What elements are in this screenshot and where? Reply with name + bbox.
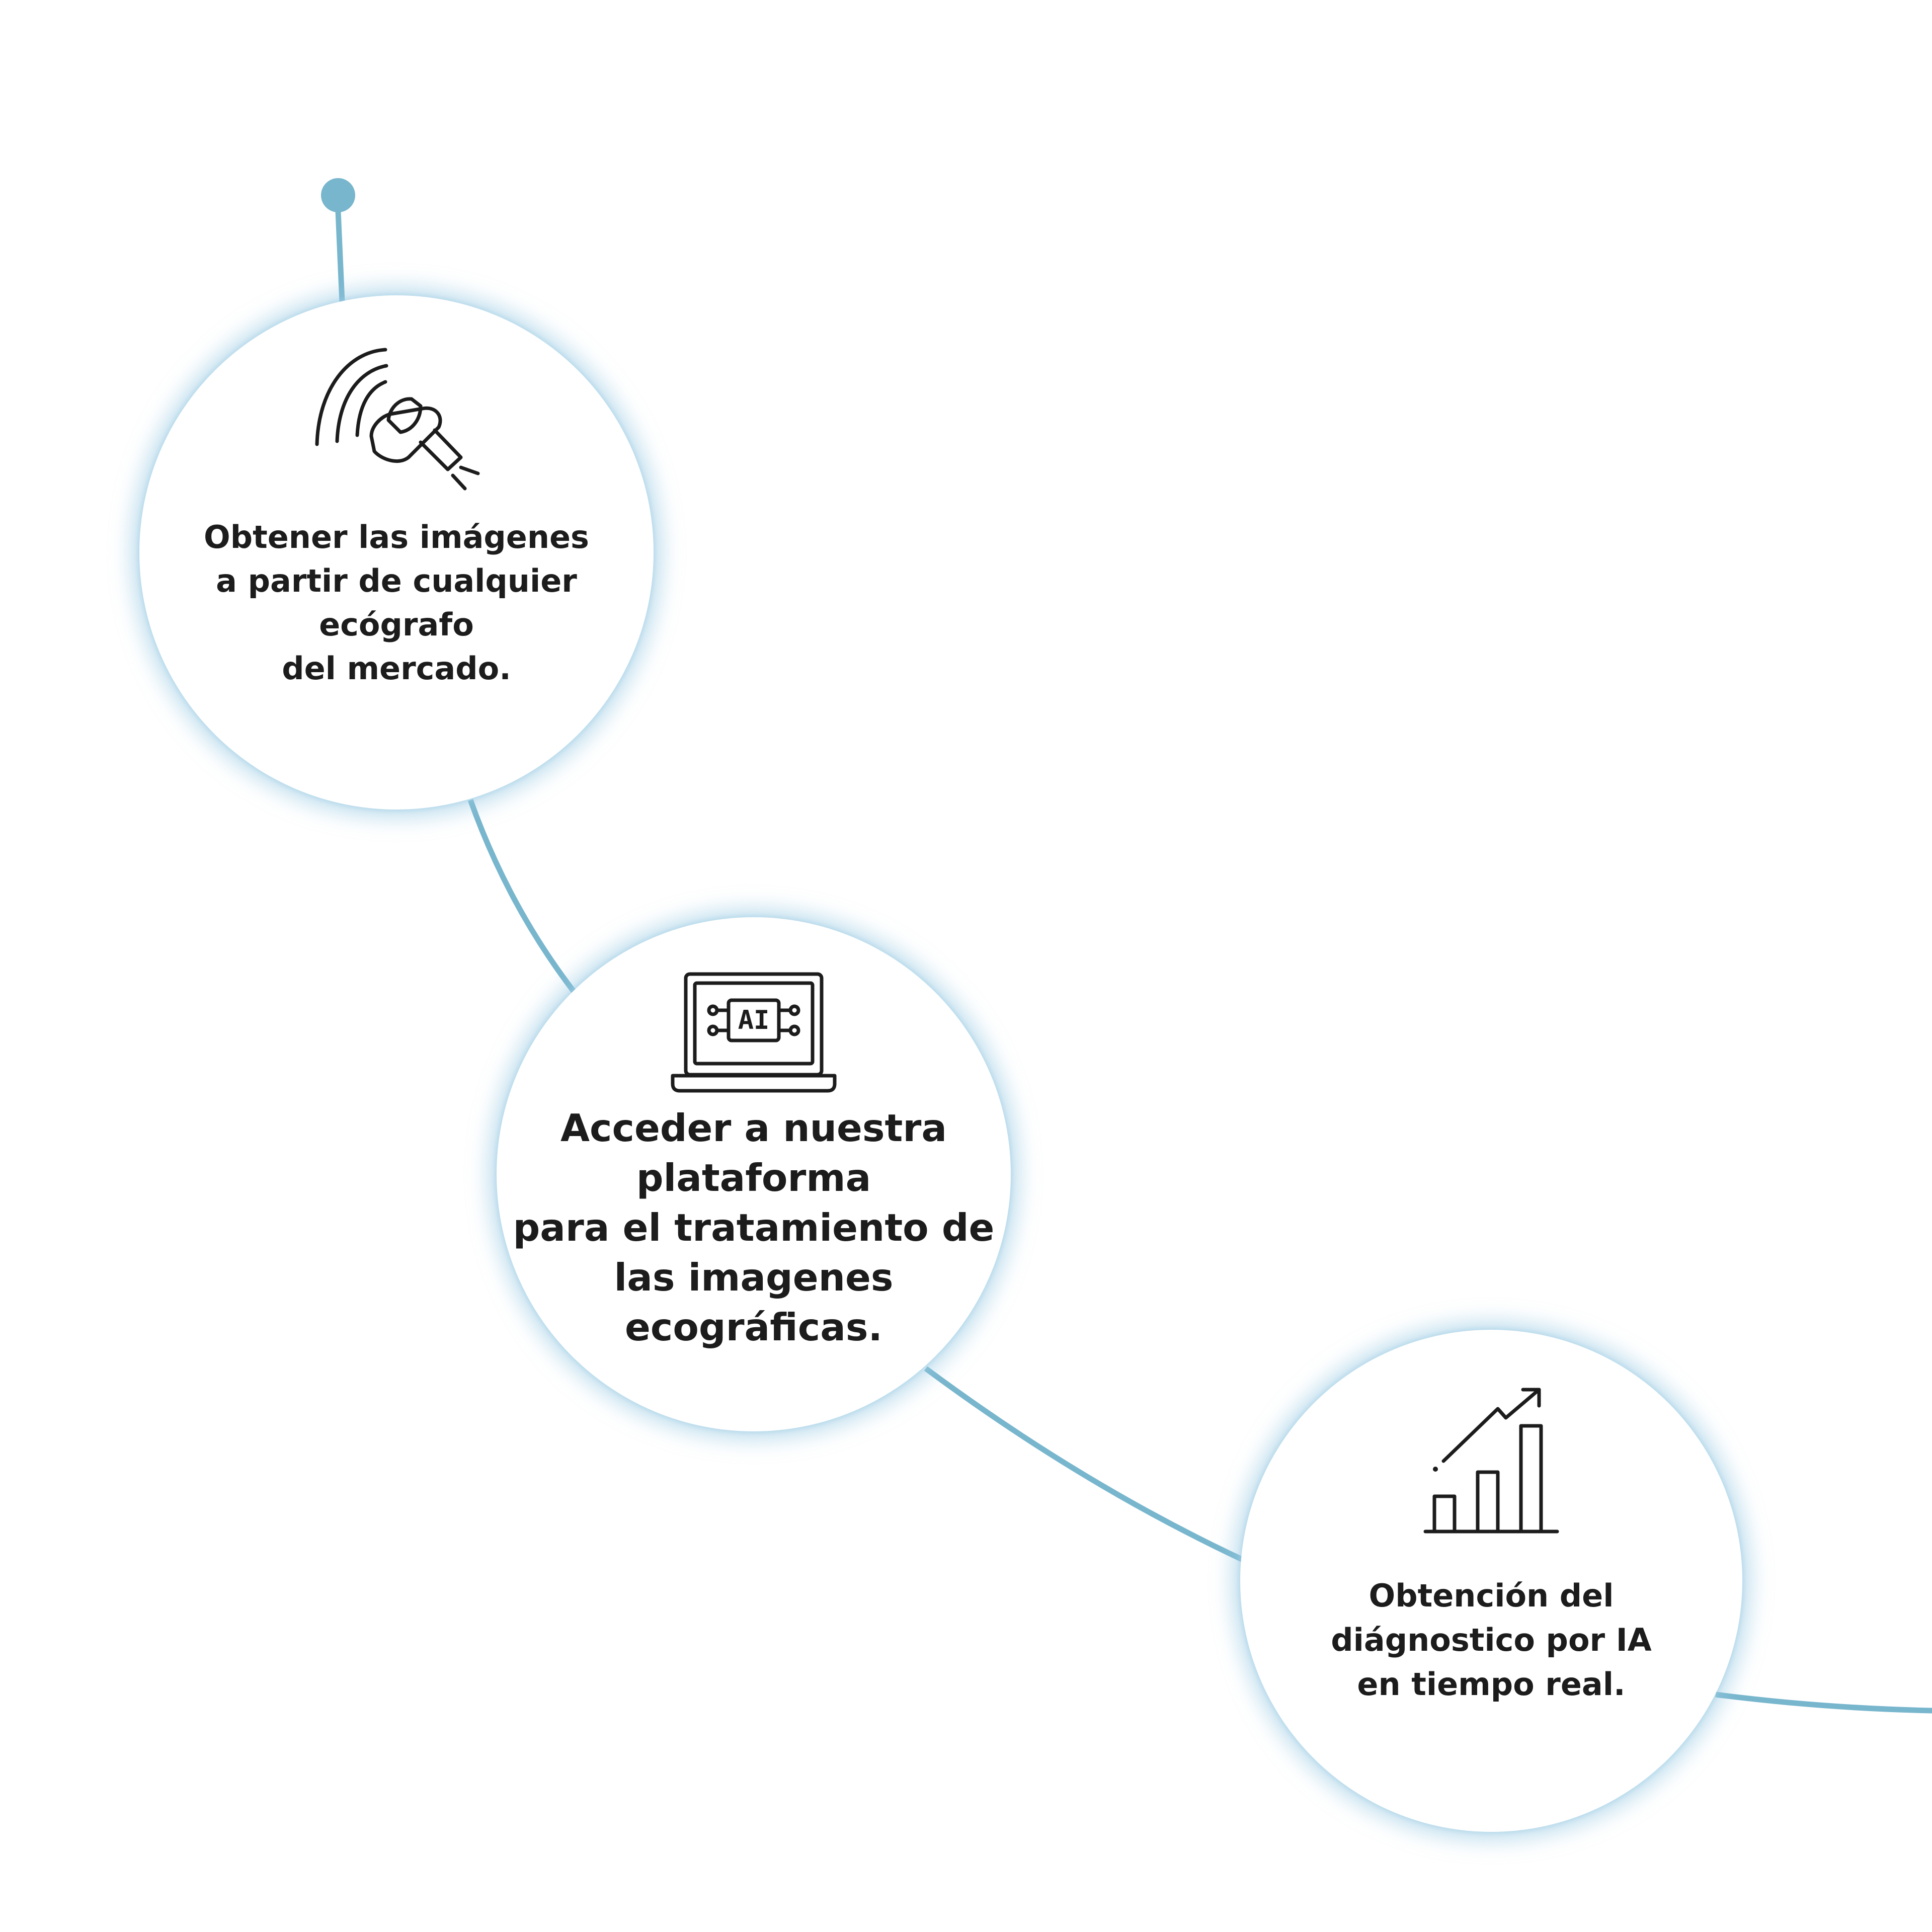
step-2-text: Acceder a nuestra plataforma para el tra…: [497, 1103, 1011, 1352]
step-3-line: diágnostico por IA: [1331, 1622, 1652, 1658]
step-1-text: Obtener las imágenes a partir de cualqui…: [139, 515, 654, 690]
ultrasound-probe-icon: [315, 348, 480, 491]
step-2-line: para el tratamiento de: [513, 1205, 995, 1250]
start-dot: [321, 178, 355, 212]
step-3-line: Obtención del: [1369, 1577, 1614, 1614]
step-3-circle: Obtención del diágnostico por IA en tiem…: [1240, 1330, 1742, 1832]
connector-segment-2-3: [924, 1366, 1244, 1562]
step-2-line: Acceder a nuestra: [560, 1106, 947, 1150]
ai-chip-label: AI: [738, 1005, 770, 1035]
step-1-line: ecógrafo: [319, 606, 474, 643]
step-1-circle: Obtener las imágenes a partir de cualqui…: [139, 295, 654, 810]
step-2-line: las imagenes: [614, 1255, 894, 1300]
step-2-circle: AI Acceder a nuestra plataforma para el …: [497, 917, 1011, 1431]
connector-end-segment: [1715, 1692, 1932, 1714]
step-2-line: plataforma: [636, 1156, 871, 1200]
connector-segment-1-2: [467, 799, 576, 993]
step-3-text: Obtención del diágnostico por IA en tiem…: [1240, 1574, 1742, 1707]
step-2-line: ecográficas.: [625, 1305, 882, 1349]
step-1-line: a partir de cualquier: [216, 562, 577, 599]
step-3-line: en tiempo real.: [1357, 1666, 1626, 1703]
connector-start-segment: [335, 211, 345, 302]
step-1-line: del mercado.: [282, 650, 511, 687]
growth-chart-icon: [1423, 1388, 1559, 1534]
step-1-line: Obtener las imágenes: [204, 519, 589, 555]
ai-laptop-icon: AI: [671, 972, 837, 1093]
